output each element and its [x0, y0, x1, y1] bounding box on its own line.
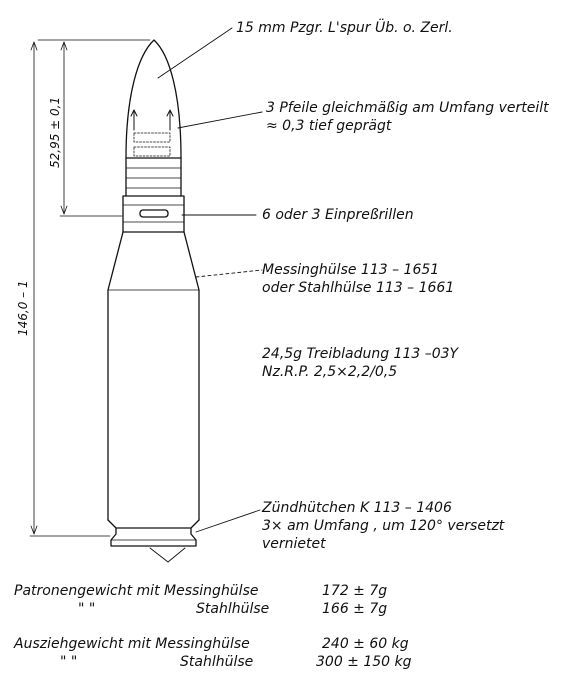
extraction-weight-brass: 240 ± 60 kg: [322, 636, 409, 652]
case-rim: [107, 519, 200, 547]
projectile-outline: [125, 39, 182, 159]
label-primer-line3: vernietet: [262, 536, 326, 552]
extraction-weight-label: Ausziehgewicht mit Messinghülse: [14, 636, 250, 652]
cartridge-weight-brass: 172 ± 7g: [322, 583, 388, 599]
arrow-mark-2: [166, 109, 174, 131]
label-case-line1: Messinghülse 113 – 1651: [262, 262, 440, 278]
label-projectile: 15 mm Pzgr. L'spur Üb. o. Zerl.: [236, 20, 453, 36]
extraction-steel-label: Stahlhülse: [180, 654, 254, 670]
label-arrows-line2: ≈ 0,3 tief geprägt: [266, 118, 392, 134]
arrow-mark-1: [130, 109, 138, 131]
cartridge-steel-label: Stahlhülse: [196, 601, 270, 617]
dimension-projectile-length: 52,95 ± 0,1: [48, 96, 62, 168]
label-grooves: 6 oder 3 Einpreßrillen: [262, 207, 414, 223]
press-groove: [139, 209, 169, 218]
cartridge-ditto-marks: " ": [78, 601, 96, 617]
label-primer-line1: Zündhütchen K 113 – 1406: [262, 500, 452, 516]
label-arrows-line1: 3 Pfeile gleichmäßig am Umfang verteilt: [266, 100, 549, 116]
extraction-ditto-marks: " ": [60, 654, 78, 670]
cartridge-weight-label: Patronengewicht mit Messinghülse: [14, 583, 259, 599]
extraction-weight-steel: 300 ± 150 kg: [316, 654, 412, 670]
label-charge-line1: 24,5g Treibladung 113 –03Y: [262, 346, 459, 362]
label-primer-line2: 3× am Umfang , um 120° versetzt: [262, 518, 505, 534]
case-mouth: [122, 195, 185, 233]
neck-outline: [125, 157, 182, 197]
label-case-line2: oder Stahlhülse 113 – 1661: [262, 280, 455, 296]
case-body-outline: [107, 231, 200, 521]
dimension-total-length: 146,0 – 1: [16, 280, 30, 336]
cartridge-weight-steel: 166 ± 7g: [322, 601, 388, 617]
label-charge-line2: Nz.R.P. 2,5×2,2/0,5: [262, 364, 398, 380]
